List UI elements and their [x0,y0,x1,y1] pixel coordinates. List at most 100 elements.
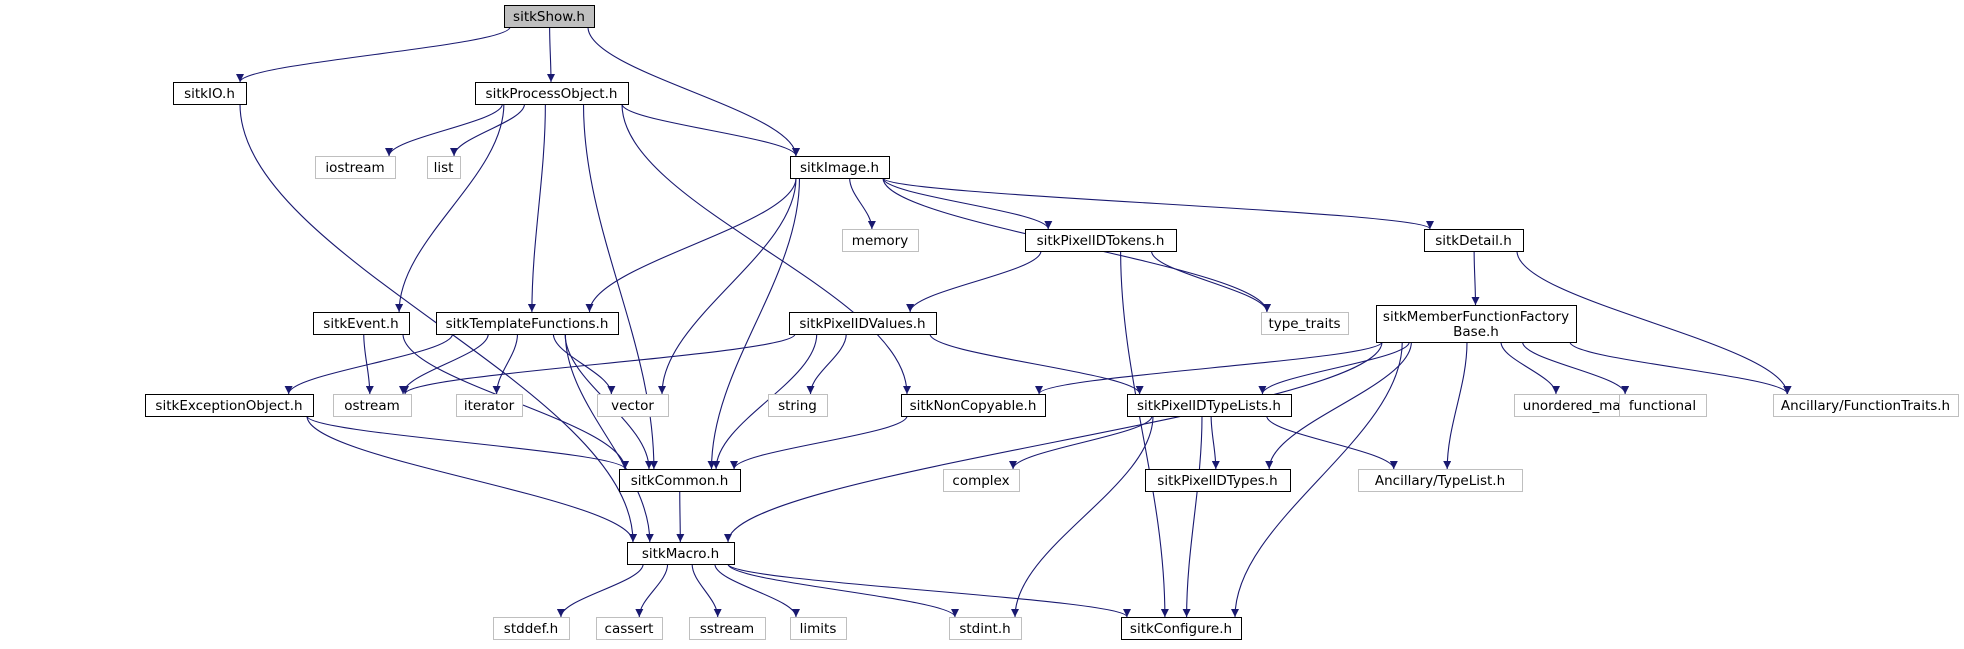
node-label: sitkDetail.h [1435,233,1512,249]
node-label: sitkProcessObject.h [486,86,618,102]
node-box [1145,469,1291,492]
edge-sitkShow-to-sitkImage [587,26,800,157]
node-sitkEvent[interactable]: sitkEvent.h [313,312,410,335]
node-label: unordered_map [1523,398,1629,414]
node-type_traits[interactable]: type_traits [1261,312,1349,335]
node-box [427,156,461,179]
node-box [313,312,410,335]
node-box [1424,229,1524,252]
edge-sitkPixelIDTypeLists-to-AncillaryTypeList [1266,415,1398,470]
node-box [789,312,937,335]
edge-sitkMemberFunctionFactoryBase-to-AncillaryFunctionTraits [1569,341,1792,395]
node-sitkDetail[interactable]: sitkDetail.h [1424,229,1524,252]
edge-sitkProcessObject-to-iostream [385,103,503,157]
node-label: Ancillary/FunctionTraits.h [1781,398,1950,414]
node-label: sitkPixelIDValues.h [799,316,925,332]
node-iostream[interactable]: iostream [315,156,396,179]
edge-sitkMacro-to-sitkConfigure [727,563,1131,618]
node-sitkPixelIDTypes[interactable]: sitkPixelIDTypes.h [1145,469,1291,492]
node-label: type_traits [1268,316,1340,332]
node-AncillaryTypeList[interactable]: Ancillary/TypeList.h [1358,469,1523,492]
node-label: ostream [344,398,400,414]
nodes-layer: sitkShow.h sitkIO.h sitkProcessObject.h ios… [145,5,1959,640]
node-label: sitkPixelIDTokens.h [1037,233,1165,249]
node-box [145,394,314,417]
node-list[interactable]: list [427,156,461,179]
edge-sitkMemberFunctionFactoryBase-to-sitkNonCopyable [1035,341,1383,395]
node-box [596,617,663,640]
node-sitkProcessObject[interactable]: sitkProcessObject.h [475,82,629,105]
node-box [493,617,570,640]
edge-sitkTemplateFunctions-to-sitkMacro [564,333,654,543]
node-stddef[interactable]: stddef.h [493,617,570,640]
edge-sitkImage-to-sitkTemplateFunctions [585,177,797,313]
node-box [790,617,847,640]
node-sitkIO[interactable]: sitkIO.h [173,82,247,105]
node-box [436,312,619,335]
node-sitkShow[interactable]: sitkShow.h [504,5,595,28]
node-box [333,394,412,417]
node-box [597,394,669,417]
node-limits[interactable]: limits [790,617,847,640]
edge-sitkImage-to-vector [658,177,797,395]
edge-sitkImage-to-memory [849,177,876,230]
node-sitkPixelIDTypeLists[interactable]: sitkPixelIDTypeLists.h [1127,394,1292,417]
node-unordered_map[interactable]: unordered_map [1514,394,1639,417]
node-vector[interactable]: vector [597,394,669,417]
node-label: sitkPixelIDTypeLists.h [1137,398,1281,414]
node-sitkImage[interactable]: sitkImage.h [790,156,890,179]
edge-sitkPixelIDValues-to-sitkCommon [712,333,818,470]
edge-sitkShow-to-sitkProcessObject [546,26,555,83]
edge-sitkImage-to-sitkDetail [882,177,1434,230]
node-string[interactable]: string [768,394,828,417]
node-sitkMacro[interactable]: sitkMacro.h [627,542,735,565]
edge-sitkImage-to-sitkCommon [707,177,801,470]
edge-sitkDetail-to-AncillaryFunctionTraits [1516,250,1792,395]
node-sitkPixelIDValues[interactable]: sitkPixelIDValues.h [789,312,937,335]
node-memory[interactable]: memory [842,229,919,252]
node-sitkExceptionObject[interactable]: sitkExceptionObject.h [145,394,314,417]
edge-sitkProcessObject-to-sitkImage [621,103,800,157]
node-functional[interactable]: functional [1619,394,1707,417]
edge-sitkPixelIDTypeLists-to-complex [1009,415,1153,470]
node-label: sitkImage.h [800,160,879,176]
edge-sitkNonCopyable-to-sitkCommon [730,415,908,470]
node-sitkTemplateFunctions[interactable]: sitkTemplateFunctions.h [436,312,619,335]
node-label: list [434,160,454,176]
node-box [1025,229,1177,252]
edge-sitkMemberFunctionFactoryBase-to-sitkPixelIDTypes [1265,341,1412,470]
node-label: string [778,398,817,414]
node-sstream[interactable]: sstream [689,617,766,640]
node-box [842,229,919,252]
node-sitkPixelIDTokens[interactable]: sitkPixelIDTokens.h [1025,229,1177,252]
node-AncillaryFunctionTraits[interactable]: Ancillary/FunctionTraits.h [1773,394,1959,417]
edge-sitkPixelIDTokens-to-sitkConfigure [1120,250,1169,618]
node-stdint[interactable]: stdint.h [949,617,1022,640]
node-sitkConfigure[interactable]: sitkConfigure.h [1121,617,1242,640]
node-complex[interactable]: complex [943,469,1020,492]
node-cassert[interactable]: cassert [596,617,663,640]
node-label: limits [800,621,837,637]
node-box [1358,469,1523,492]
node-iterator[interactable]: iterator [456,394,523,417]
edge-sitkExceptionObject-to-sitkMacro [306,415,637,543]
edge-sitkPixelIDTypeLists-to-stdint [1011,415,1154,618]
edge-sitkMemberFunctionFactoryBase-to-functional [1522,341,1630,395]
edge-sitkPixelIDValues-to-sitkPixelIDTypeLists [929,333,1144,395]
node-box [627,542,735,565]
edge-sitkProcessObject-to-sitkEvent [395,103,505,313]
edge-sitkMacro-to-cassert [635,563,669,618]
node-sitkCommon[interactable]: sitkCommon.h [619,469,741,492]
node-label: sitkMacro.h [642,546,719,562]
node-sitkNonCopyable[interactable]: sitkNonCopyable.h [901,394,1046,417]
node-box [619,469,741,492]
edge-sitkExceptionObject-to-sitkCommon [306,415,629,470]
node-box [949,617,1022,640]
node-ostream[interactable]: ostream [333,394,412,417]
edge-sitkMacro-to-limits [714,563,800,618]
node-label: Ancillary/TypeList.h [1375,473,1505,489]
node-label: sitkEvent.h [323,316,398,332]
edge-sitkImage-to-sitkPixelIDTokens [882,177,1053,230]
